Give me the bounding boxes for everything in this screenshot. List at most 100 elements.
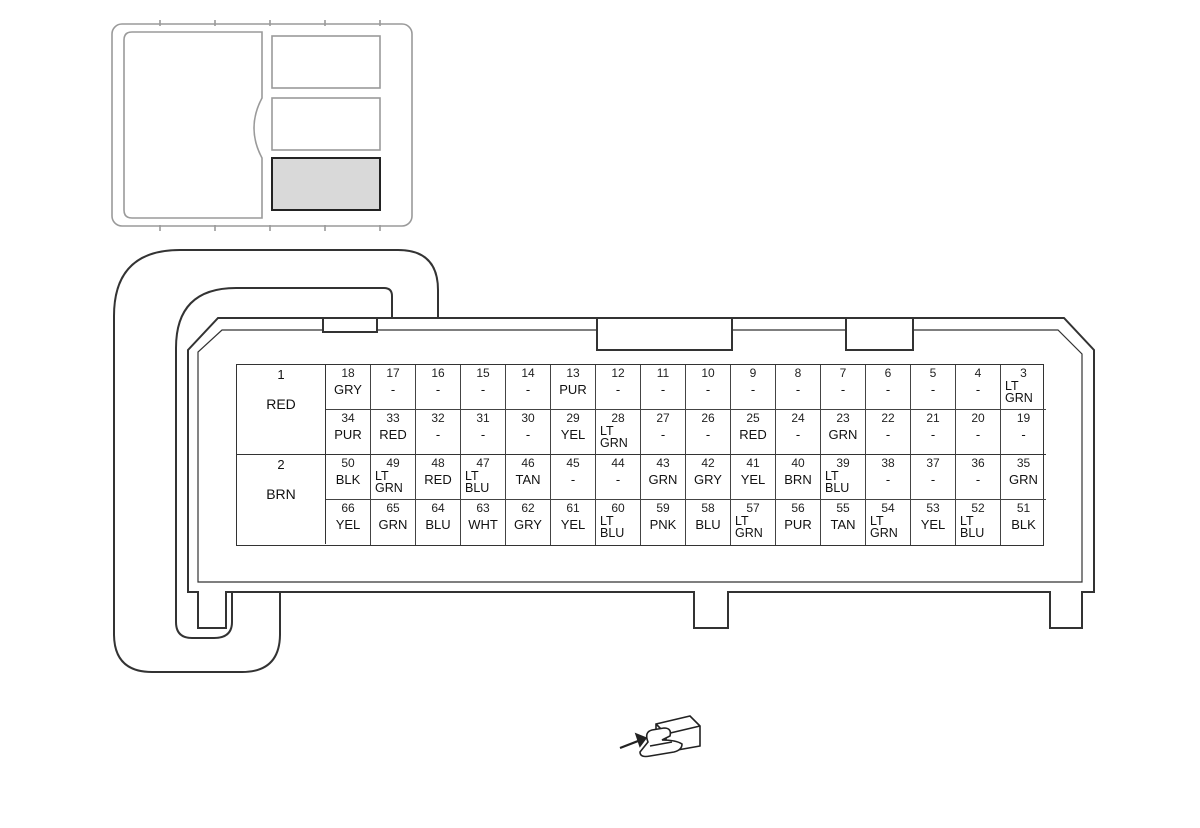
wire-color: - [750, 382, 756, 397]
pin-number: 25 [746, 411, 760, 425]
pin-number: 51 [1016, 501, 1031, 515]
pin-number: 33 [386, 411, 400, 425]
wire-color: TAN [515, 472, 541, 487]
pin-number: 31 [476, 411, 490, 425]
pin-number: 16 [431, 366, 445, 380]
wire-color: - [615, 472, 621, 487]
wire-color: LT GRN [375, 469, 403, 495]
wire-color: GRY [514, 517, 542, 532]
wire-color: - [525, 427, 531, 442]
wire-color: BLK [335, 472, 361, 487]
pin-number: 49 [386, 456, 400, 470]
wire-color: - [975, 382, 981, 397]
pin-number: 2 [277, 457, 285, 472]
pin-cell-4: 4- [956, 365, 1001, 410]
wire-color: GRN [648, 472, 678, 487]
wire-color: GRY [694, 472, 722, 487]
pin-cell-24: 24- [776, 410, 821, 455]
pin-cell-32: 32- [416, 410, 461, 455]
wire-color: - [435, 382, 441, 397]
pin-number: 28 [611, 411, 625, 425]
pin-number: 62 [521, 501, 535, 515]
wire-color: LT BLU [960, 514, 985, 540]
pin-cell-15: 15- [461, 365, 506, 410]
module-locator-icon [111, 20, 413, 231]
pin-number: 45 [566, 456, 580, 470]
wire-color: LT BLU [465, 469, 490, 495]
highlighted-connector-location [271, 157, 381, 211]
pin-number: 50 [341, 456, 355, 470]
pin-number: 54 [881, 501, 895, 515]
wire-color: - [885, 427, 891, 442]
wire-color: BLU [695, 517, 721, 532]
pin-cell-7: 7- [821, 365, 866, 410]
wire-color: - [480, 382, 486, 397]
wire-color: - [1021, 427, 1026, 442]
pin-number: 6 [884, 366, 892, 380]
pin-cell-19: 19- [1001, 410, 1046, 455]
wire-color: - [975, 472, 981, 487]
pin-number: 20 [971, 411, 985, 425]
wire-color: PUR [334, 427, 362, 442]
wire-color: LT BLU [600, 514, 625, 540]
pin-cell-38: 38- [866, 455, 911, 500]
pin-number: 66 [341, 501, 355, 515]
wire-color: BLU [425, 517, 451, 532]
wire-color: RED [739, 427, 767, 442]
pin-number: 48 [431, 456, 445, 470]
pin-number: 11 [656, 366, 670, 380]
wire-color: - [660, 427, 666, 442]
pin-number: 41 [746, 456, 760, 470]
pin-number: 3 [1020, 366, 1027, 380]
pin-number: 32 [431, 411, 445, 425]
pin-number: 56 [791, 501, 805, 515]
pin-number: 23 [836, 411, 850, 425]
pin-number: 42 [701, 456, 715, 470]
connector-terminal-side-icon [619, 715, 701, 758]
wire-color: LT GRN [735, 514, 763, 540]
pin-number: 38 [881, 456, 895, 470]
pin-cell-20: 20- [956, 410, 1001, 455]
pin-number: 46 [521, 456, 535, 470]
pin-cell-14: 14- [506, 365, 551, 410]
pin-cell-8: 8- [776, 365, 821, 410]
pin-number: 59 [656, 501, 670, 515]
wire-color: RED [266, 396, 296, 412]
pin-number: 34 [341, 411, 355, 425]
pin-number: 55 [836, 501, 850, 515]
pin-number: 22 [881, 411, 895, 425]
pin-number: 18 [341, 366, 355, 380]
pin-number: 35 [1016, 456, 1031, 470]
pin-cell-16: 16 - [416, 365, 461, 410]
wire-color: - [840, 382, 846, 397]
pin-number: 52 [971, 501, 985, 515]
pin-number: 37 [926, 456, 940, 470]
pin-number: 63 [476, 501, 490, 515]
wire-color: YEL [740, 472, 766, 487]
wire-color: LT BLU [825, 469, 850, 495]
pin-cell-26: 26- [686, 410, 731, 455]
pin-number: 26 [701, 411, 715, 425]
pin-number: 10 [701, 366, 715, 380]
pin-cell-21: 21- [911, 410, 956, 455]
